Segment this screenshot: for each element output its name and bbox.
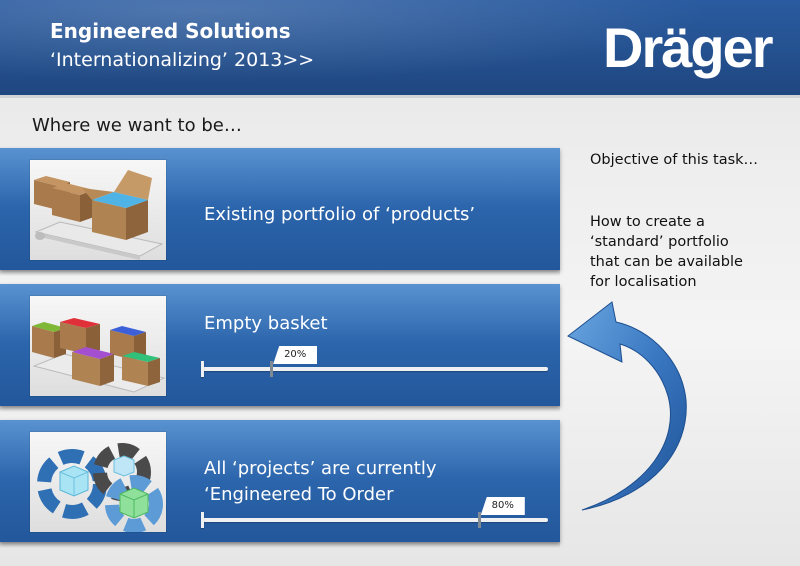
progress-track-start [201,361,204,377]
drager-logo: Dräger [603,16,774,79]
objective-line: How to create a [590,214,705,230]
progress-label-empty-basket: 20% [273,346,318,364]
progress-track-empty-basket [202,367,548,371]
panel-engineered-to-order-text: All ‘projects’ are currently ‘Engineered… [204,456,436,508]
panel-engineered-to-order-line2: ‘Engineered To Order [204,484,394,505]
progress-label-engineered: 80% [480,497,525,515]
conveyor-boxes-icon [34,170,164,260]
gear-cubes-image [30,432,166,532]
gear-cubes-icon [37,443,163,532]
objective-line: ‘standard’ portfolio [590,234,729,250]
panel-existing-portfolio-text: Existing portfolio of ‘products’ [204,204,476,225]
objective-heading: Objective of this task… [590,152,759,168]
objective-line: that can be available [590,254,743,270]
curved-return-arrow-icon [567,301,687,511]
panel-empty-basket-text: Empty basket [204,313,328,334]
header-subtitle: ‘Internationalizing’ 2013>> [50,49,315,71]
objective-line: for localisation [590,274,697,290]
objective-description: How to create a ‘standard’ portfolio tha… [590,212,743,292]
section-heading: Where we want to be… [32,115,242,136]
header-banner: Engineered Solutions ‘Internationalizing… [0,0,800,98]
progress-marker-empty-basket [270,361,274,377]
panel-existing-portfolio: Existing portfolio of ‘products’ [0,148,560,276]
panel-engineered-to-order-line1: All ‘projects’ are currently [204,458,437,479]
colored-boxes-image [30,296,166,396]
header-title: Engineered Solutions [50,19,291,43]
panel-engineered-to-order: All ‘projects’ are currently ‘Engineered… [0,420,560,548]
colored-boxes-icon [32,318,166,393]
progress-track-start [201,512,204,528]
panel-empty-basket: Empty basket 20% [0,284,560,412]
progress-marker-engineered [477,512,481,528]
progress-track-engineered [202,518,548,522]
conveyor-boxes-image [30,160,166,260]
